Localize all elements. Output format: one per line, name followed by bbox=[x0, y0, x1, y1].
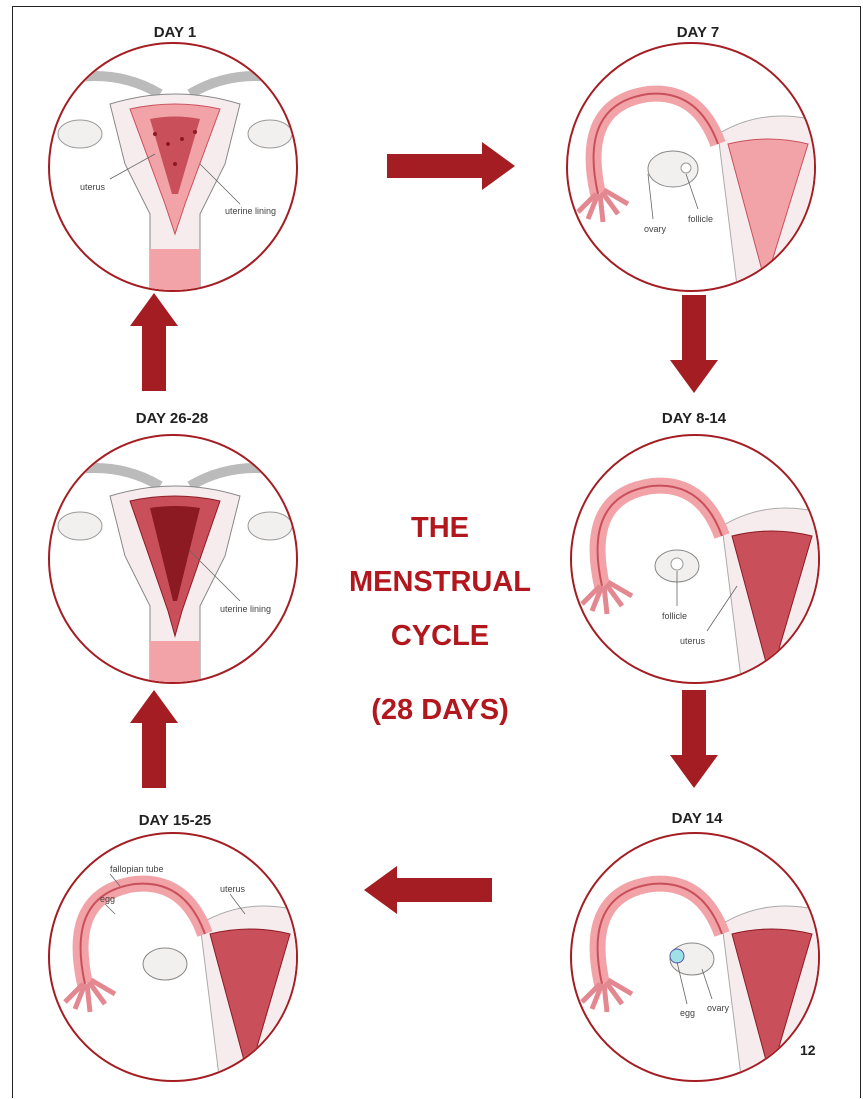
diagram-day8-14: follicle uterus bbox=[570, 434, 820, 684]
note-uterine-lining-late: uterine lining bbox=[220, 604, 271, 614]
arrow-up-1 bbox=[130, 690, 180, 790]
diagram-day15-25: fallopian tube egg uterus bbox=[48, 832, 298, 1082]
note-uterus-3: uterus bbox=[220, 884, 246, 894]
stage-label-day8-14: DAY 8-14 bbox=[614, 410, 774, 427]
note-ovary-2: ovary bbox=[707, 1003, 730, 1013]
title-line-1: THE bbox=[330, 512, 550, 545]
title-line-2: MENSTRUAL bbox=[330, 566, 550, 599]
stage-label-day15-25: DAY 15-25 bbox=[95, 812, 255, 829]
diagram-day14: egg ovary bbox=[570, 832, 820, 1082]
note-fallopian-tube: fallopian tube bbox=[110, 864, 164, 874]
arrow-up-2 bbox=[130, 293, 180, 393]
stage-label-day14: DAY 14 bbox=[617, 810, 777, 827]
arrow-down-2 bbox=[670, 690, 720, 790]
title-line-3: CYCLE bbox=[330, 620, 550, 653]
stage-label-day7: DAY 7 bbox=[618, 24, 778, 41]
stage-label-day1: DAY 1 bbox=[95, 24, 255, 41]
arrow-down-1 bbox=[670, 295, 720, 395]
note-uterus-2: uterus bbox=[680, 636, 706, 646]
note-follicle: follicle bbox=[688, 214, 713, 224]
note-uterine-lining: uterine lining bbox=[225, 206, 276, 216]
note-egg-2: egg bbox=[100, 894, 115, 904]
arrow-right bbox=[387, 142, 517, 192]
diagram-day1: uterus uterine lining bbox=[48, 42, 298, 292]
note-follicle-2: follicle bbox=[662, 611, 687, 621]
note-egg: egg bbox=[680, 1008, 695, 1018]
title-line-4: (28 DAYS) bbox=[330, 694, 550, 727]
stage-label-day26-28: DAY 26-28 bbox=[92, 410, 252, 427]
arrow-left bbox=[362, 866, 492, 916]
page-number: 12 bbox=[800, 1042, 816, 1058]
diagram-day26-28: uterine lining bbox=[48, 434, 298, 684]
note-uterus: uterus bbox=[80, 182, 106, 192]
note-ovary: ovary bbox=[644, 224, 667, 234]
diagram-day7: ovary follicle bbox=[566, 42, 816, 292]
